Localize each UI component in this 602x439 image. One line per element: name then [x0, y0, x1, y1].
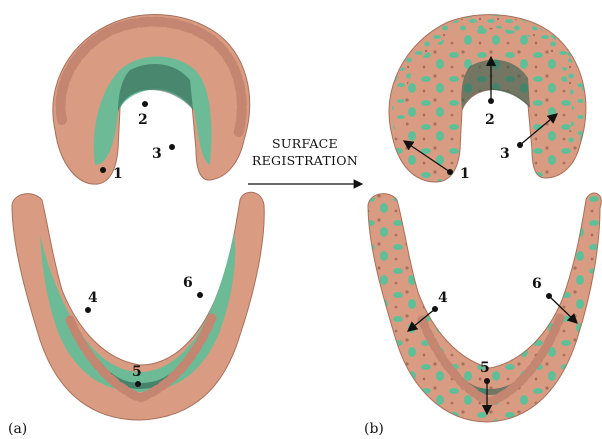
marker-dot-a-5 — [135, 381, 141, 387]
marker-a-5: 5 — [132, 364, 142, 380]
marker-dot-b-6 — [546, 293, 552, 299]
marker-dot-a-6 — [197, 292, 203, 298]
marker-dot-b-4 — [432, 306, 438, 312]
marker-b-1: 1 — [460, 166, 470, 182]
marker-a-2: 2 — [138, 112, 148, 128]
panel-b: 1 2 3 4 5 6 (b) — [364, 15, 601, 437]
upper-jaw-b-shape — [389, 15, 586, 182]
marker-dot-a-4 — [85, 307, 91, 313]
marker-a-1: 1 — [113, 166, 123, 182]
marker-dot-b-3 — [517, 142, 523, 148]
lower-jaw-b-shape — [368, 193, 601, 422]
transition-line-2: REGISTRATION — [252, 153, 358, 168]
transition-line-1: SURFACE — [272, 136, 338, 151]
panel-a-label: (a) — [8, 421, 27, 437]
marker-b-3: 3 — [500, 146, 510, 162]
transition: SURFACE REGISTRATION — [248, 136, 362, 184]
marker-b-5: 5 — [480, 360, 490, 376]
marker-a-6: 6 — [183, 275, 193, 291]
marker-dot-a-1 — [100, 167, 106, 173]
marker-b-6: 6 — [532, 276, 542, 292]
panel-a: 1 2 3 4 5 6 (a) — [8, 15, 264, 437]
marker-dot-b-1 — [447, 169, 453, 175]
marker-a-4: 4 — [88, 290, 98, 306]
upper-jaw-b — [389, 15, 586, 182]
marker-dot-a-3 — [169, 144, 175, 150]
marker-dot-b-2 — [488, 98, 494, 104]
marker-dot-a-2 — [142, 101, 148, 107]
lower-jaw-b — [368, 193, 601, 422]
marker-b-4: 4 — [438, 290, 448, 306]
panel-b-label: (b) — [364, 421, 384, 437]
marker-a-3: 3 — [152, 146, 162, 162]
marker-dot-b-5 — [484, 378, 490, 384]
marker-b-2: 2 — [485, 112, 495, 128]
